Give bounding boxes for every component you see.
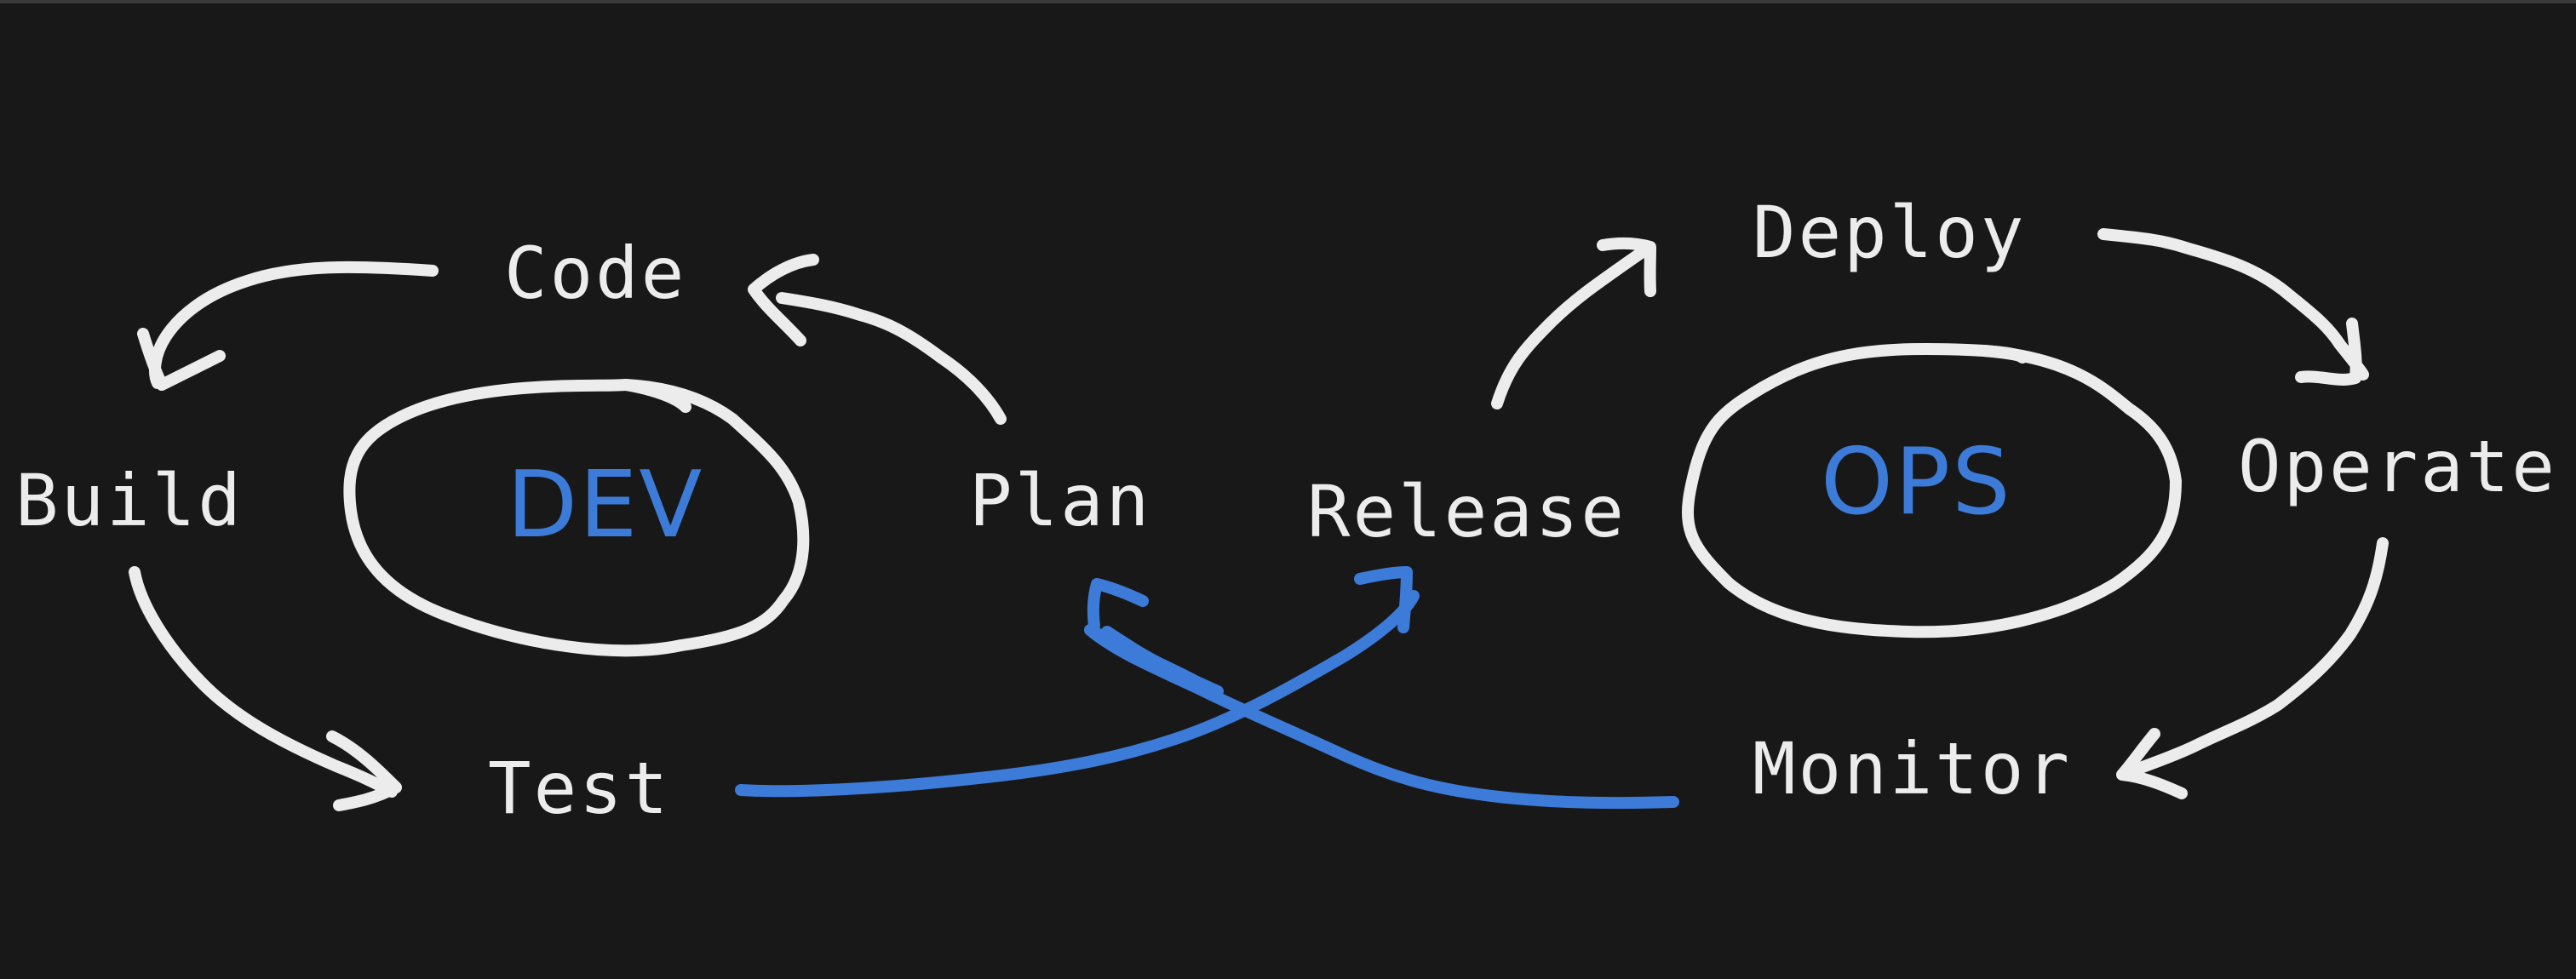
arrow-plan-to-code [776,292,1007,425]
hub-ops: OPS [1821,429,2012,535]
arrow-release-to-deploy [1491,245,1649,409]
arrowhead-plan [1087,578,1149,632]
arrow-build-to-test [129,566,398,798]
stage-deploy: Deploy [1753,191,2026,274]
hub-dev: DEV [507,452,703,558]
stage-code: Code [504,232,686,315]
arrowhead-code [748,254,819,346]
arrowhead-release [1354,566,1413,633]
arrow-deploy-to-operate [2097,228,2369,381]
arrow-monitor-to-plan-tail [1101,626,1224,697]
ops-loop-outline [1682,342,2182,638]
stage-build: Build [15,459,244,542]
arrow-code-to-build [149,260,439,389]
stage-test: Test [488,747,670,830]
arrow-monitor-to-plan [1084,624,1679,810]
arrowhead-build [137,328,226,391]
arrowhead-operate [2295,318,2362,386]
arrowhead-test [326,730,402,811]
arrowhead-deploy [1597,237,1656,297]
ops-loop-overlap [1978,345,2028,364]
stage-release: Release [1307,470,1626,553]
dev-loop-outline [343,379,810,657]
top-border [0,0,2576,3]
dev-loop-overlap [620,379,691,413]
stage-monitor: Monitor [1753,727,2072,810]
arrow-operate-to-monitor [2127,537,2389,776]
arrowhead-monitor [2116,728,2188,799]
stage-operate: Operate [2238,425,2557,508]
arrow-test-to-release [735,590,1420,798]
stage-plan: Plan [969,459,1151,542]
